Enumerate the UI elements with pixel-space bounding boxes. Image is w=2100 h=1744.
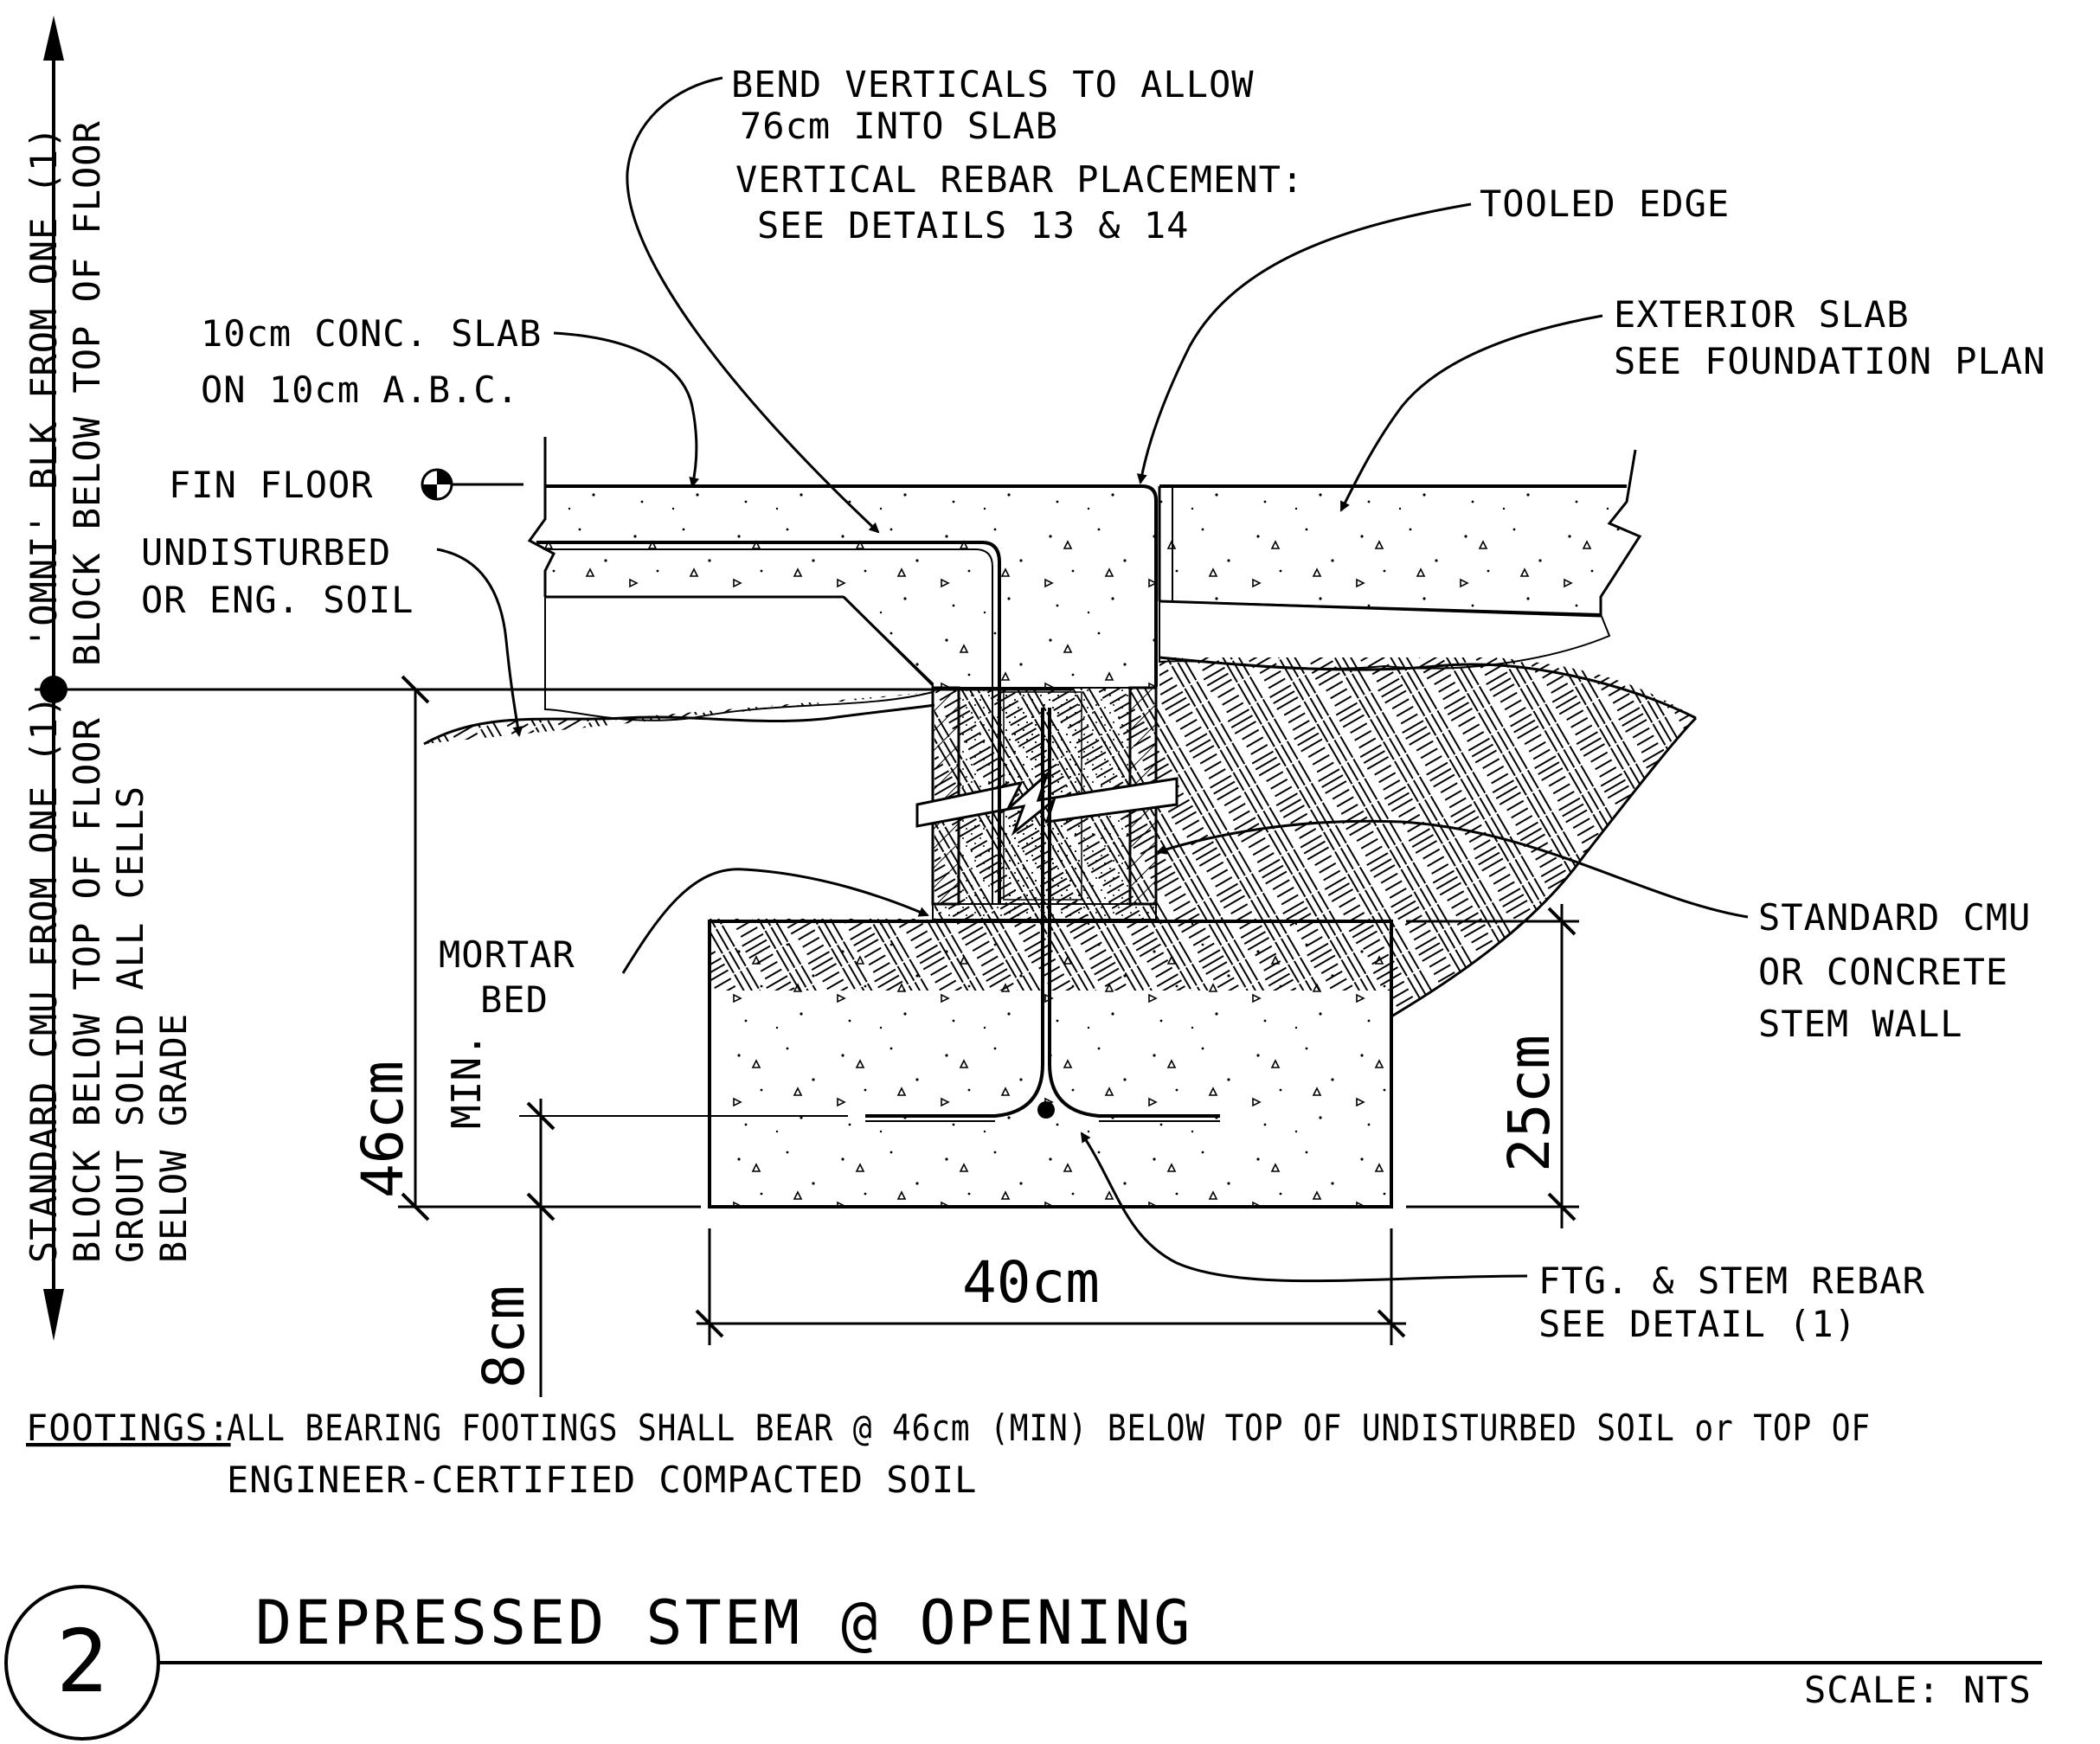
footing-note: FOOTINGS: ALL BEARING FOOTINGS SHALL BEA…: [26, 1407, 1871, 1501]
detail-title-block: 2 DEPRESSED STEM @ OPENING SCALE: NTS: [4, 1585, 2042, 1741]
omni-block-note: 'OMNI' BLK FROM ONE (1) BLOCK BELOW TOP …: [22, 120, 108, 666]
callout-bend-verticals: BEND VERTICALS TO ALLOW 76cm INTO SLAB V…: [626, 63, 1304, 534]
callout-conc-slab: 10cm CONC. SLAB ON 10cm A.B.C.: [201, 312, 700, 488]
dimension-bottom: 8cm: [471, 1099, 848, 1397]
elevation-axis: [35, 16, 1073, 1341]
bend-verticals-line-1: BEND VERTICALS TO ALLOW: [731, 63, 1255, 106]
depth-dimension-label: 46cm: [350, 1061, 416, 1198]
axis-up-arrow-icon: [43, 16, 64, 61]
detail-number: 2: [56, 1611, 108, 1712]
tooled-edge-label: TOOLED EDGE: [1480, 183, 1730, 225]
axis-down-arrow-icon: [43, 1289, 64, 1341]
width-dimension-label: 40cm: [962, 1249, 1100, 1316]
dimension-width: 40cm: [695, 1228, 1406, 1345]
cmu-stem-wall: [915, 686, 1178, 920]
detail-scale: SCALE: NTS: [1804, 1669, 2032, 1711]
fin-floor-marker: FIN FLOOR: [169, 464, 523, 506]
ftg-rebar-line-2: SEE DETAIL (1): [1538, 1303, 1857, 1345]
undisturbed-line-2: OR ENG. SOIL: [141, 579, 414, 621]
cmu-note-line-3: GROUT SOLID ALL CELLS: [109, 785, 151, 1263]
footing-note-line-2: ENGINEER-CERTIFIED COMPACTED SOIL: [227, 1459, 977, 1501]
bend-verticals-line-2: 76cm INTO SLAB: [740, 105, 1058, 147]
standard-cmu-line-3: STEM WALL: [1758, 1003, 1963, 1045]
dimension-footing: 25cm: [1406, 904, 1579, 1228]
footing-note-line-1: ALL BEARING FOOTINGS SHALL BEAR @ 46cm (…: [227, 1407, 1871, 1449]
aggregate-base-course: [544, 596, 1611, 721]
standard-cmu-line-1: STANDARD CMU: [1758, 896, 2031, 939]
fin-floor-label: FIN FLOOR: [169, 464, 374, 506]
mortar-line-2: BED: [480, 978, 549, 1021]
rebar-placement-line-2: SEE DETAILS 13 & 14: [757, 204, 1189, 247]
standard-cmu-line-2: OR CONCRETE: [1758, 951, 2008, 993]
callout-undisturbed-soil: UNDISTURBED OR ENG. SOIL: [141, 531, 523, 737]
cmu-note-line-2: BLOCK BELOW TOP OF FLOOR: [66, 717, 108, 1263]
footing-dimension-label: 25cm: [1496, 1035, 1563, 1172]
conc-slab-line-1: 10cm CONC. SLAB: [201, 312, 542, 355]
exterior-slab-line-2: SEE FOUNDATION PLAN: [1614, 340, 2045, 382]
cmu-note-line-1: STANDARD CMU FROM ONE (1): [22, 695, 65, 1263]
undisturbed-line-1: UNDISTURBED: [141, 531, 391, 574]
conc-slab-line-2: ON 10cm A.B.C.: [201, 369, 519, 411]
rebar-placement-line-1: VERTICAL REBAR PLACEMENT:: [735, 158, 1304, 201]
dimension-depth: 46cm MIN.: [350, 675, 701, 1221]
callout-ftg-rebar: FTG. & STEM REBAR SEE DETAIL (1): [1080, 1132, 1925, 1345]
callout-mortar-bed: MORTAR BED: [439, 868, 929, 1021]
ftg-rebar-line-1: FTG. & STEM REBAR: [1538, 1260, 1925, 1302]
callout-exterior-slab: EXTERIOR SLAB SEE FOUNDATION PLAN: [1339, 293, 2045, 512]
bottom-dimension-label: 8cm: [471, 1286, 537, 1388]
exterior-slab: [1158, 449, 1642, 618]
interior-slab: [527, 437, 1158, 687]
omni-note-line-2: BLOCK BELOW TOP OF FLOOR: [66, 120, 108, 666]
exterior-slab-line-1: EXTERIOR SLAB: [1614, 293, 1910, 336]
rebar: [536, 541, 1220, 1122]
cmu-block-note: STANDARD CMU FROM ONE (1) BLOCK BELOW TO…: [22, 695, 195, 1263]
longitudinal-bar-icon: [1037, 1101, 1055, 1119]
cmu-note-line-4: BELOW GRADE: [152, 1013, 195, 1263]
omni-note-line-1: 'OMNI' BLK FROM ONE (1): [22, 125, 65, 649]
callout-tooled-edge: TOOLED EDGE: [1136, 183, 1730, 484]
depth-min-label: MIN.: [443, 1033, 490, 1129]
footing-note-heading: FOOTINGS:: [26, 1407, 231, 1449]
callout-standard-cmu: STANDARD CMU OR CONCRETE STEM WALL: [1156, 819, 2031, 1045]
detail-title: DEPRESSED STEM @ OPENING: [255, 1587, 1192, 1658]
mortar-line-1: MORTAR: [439, 933, 575, 976]
